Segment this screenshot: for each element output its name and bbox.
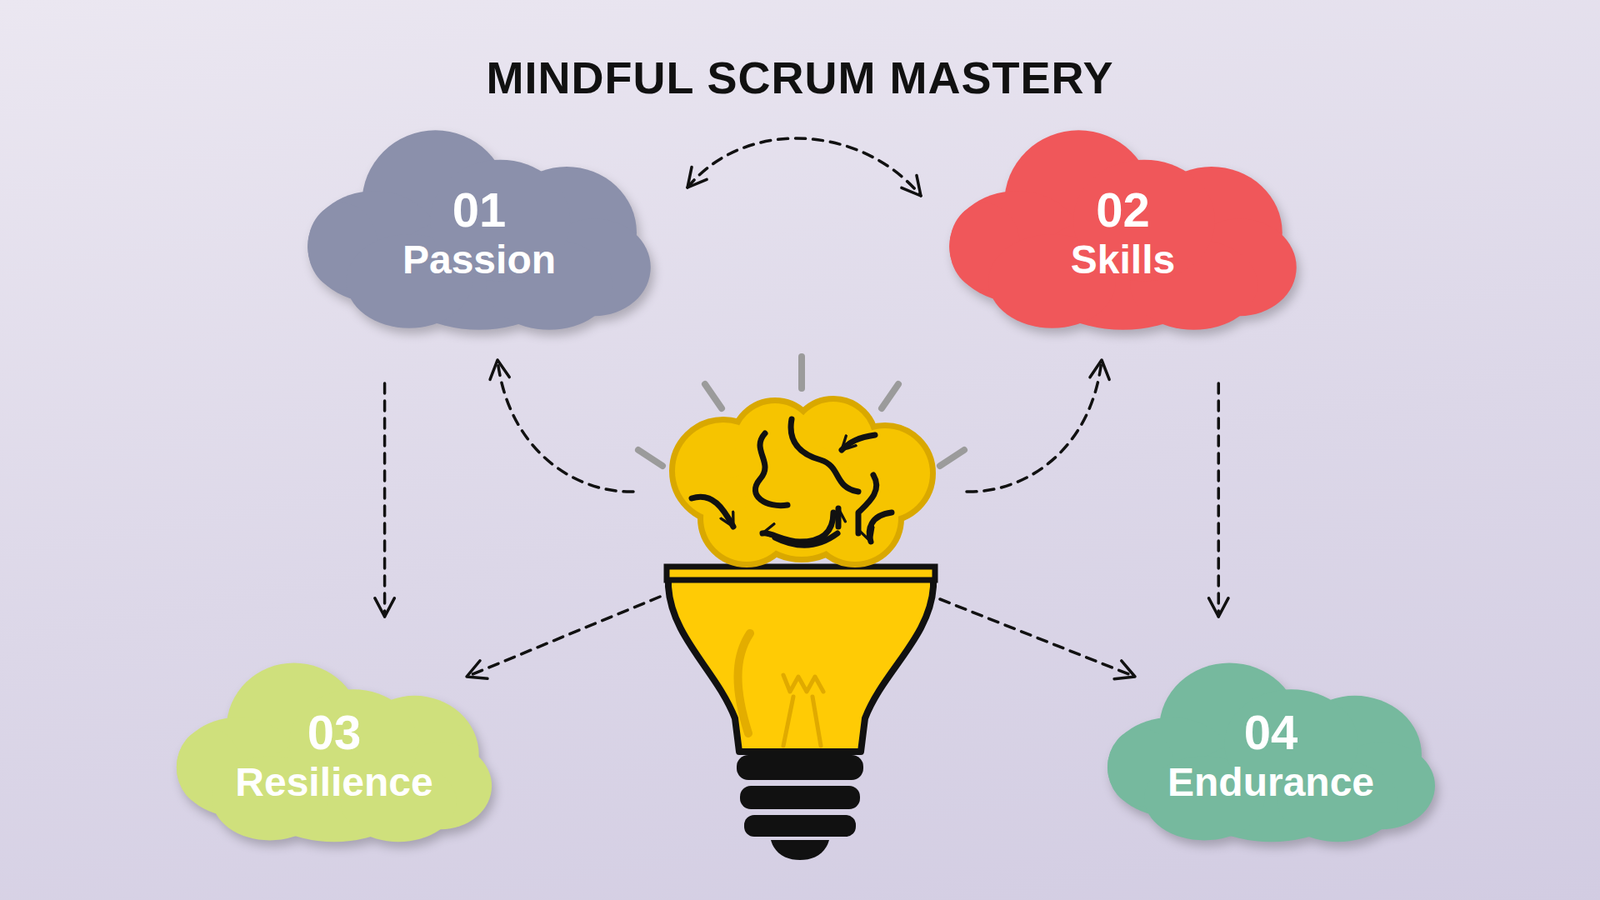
step-label: Skills (1070, 237, 1175, 283)
step-label: Resilience (235, 760, 433, 805)
cloud-node: 02Skills (945, 125, 1300, 334)
dashed-connector (1217, 383, 1221, 617)
step-label: Endurance (1167, 760, 1375, 805)
step-number: 02 (1095, 183, 1150, 238)
step-number: 04 (1244, 705, 1299, 760)
diagram-title: MINDFUL SCRUM MASTERY (0, 51, 1600, 104)
brain (675, 401, 930, 562)
bulb-glass (666, 566, 935, 752)
bulb-base (736, 755, 864, 860)
step-number: 01 (452, 183, 507, 238)
step-label: Passion (402, 237, 556, 283)
step-number: 03 (307, 705, 362, 760)
cloud-node: 04Endurance (1104, 658, 1439, 845)
cloud-node: 01Passion (304, 125, 655, 334)
dashed-connector (687, 138, 921, 196)
cloud-node: 03Resilience (173, 658, 495, 845)
dashed-connector (383, 383, 387, 617)
